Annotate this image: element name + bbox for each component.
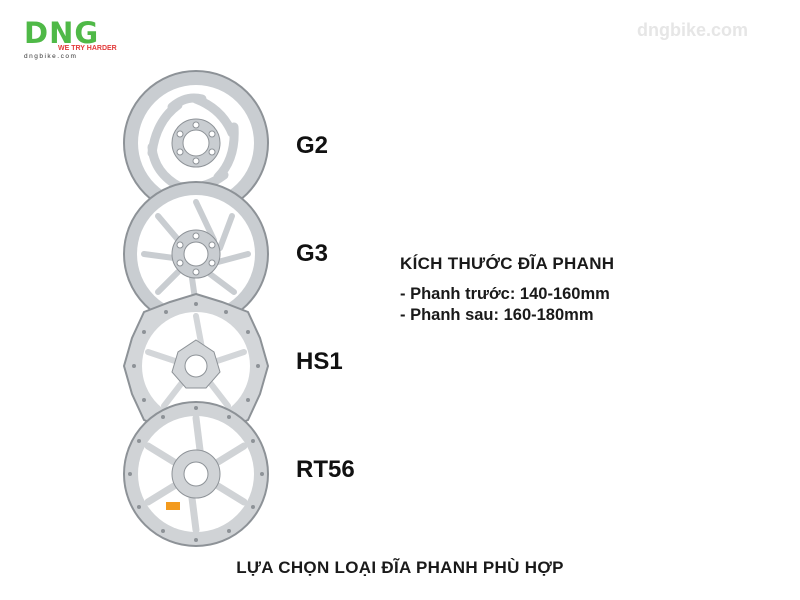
rotor-g2-image — [122, 69, 270, 217]
rotor-g3-image — [122, 180, 270, 328]
brake-size-spec: KÍCH THƯỚC ĐĨA PHANH - Phanh trước: 140-… — [400, 254, 614, 326]
logo-tagline: WE TRY HARDER — [58, 45, 117, 52]
spec-line-rear: - Phanh sau: 160-180mm — [400, 306, 594, 324]
rotor-hs1-image — [122, 292, 270, 440]
rotor-rt56-image — [122, 400, 270, 548]
watermark: dngbike.com — [637, 20, 749, 40]
rotor-label-g2: G2 — [296, 132, 329, 159]
spec-title: KÍCH THƯỚC ĐĨA PHANH — [400, 254, 615, 273]
brand-logo: DNG WE TRY HARDER dngbike.com — [24, 16, 128, 60]
logo-wordmark: DNG — [24, 16, 100, 50]
rotor-label-hs1: HS1 — [296, 348, 343, 375]
rotor-label-g3: G3 — [296, 240, 329, 267]
spec-line-front: - Phanh trước: 140-160mm — [400, 285, 610, 303]
footer-caption: LỰA CHỌN LOẠI ĐĨA PHANH PHÙ HỢP — [236, 558, 564, 577]
logo-domain: dngbike.com — [24, 53, 78, 60]
rotor-label-rt56: RT56 — [296, 456, 355, 483]
